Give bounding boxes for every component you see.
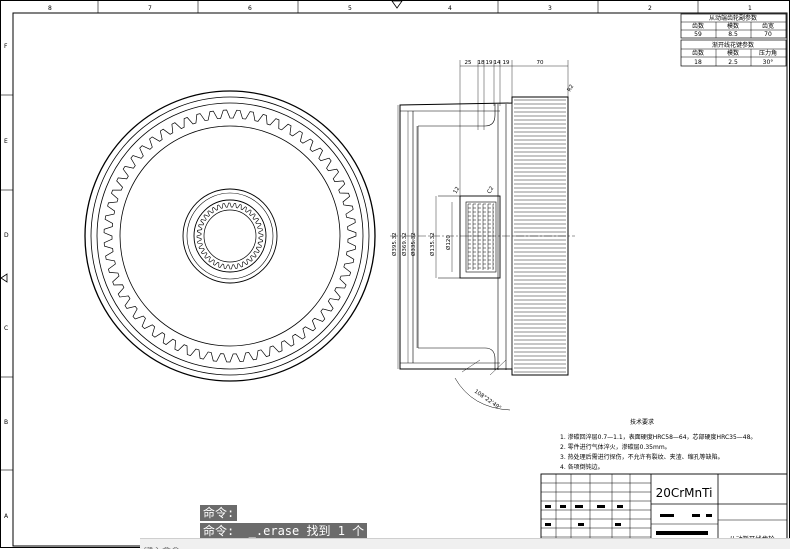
dimension-label: 14 xyxy=(494,60,501,66)
command-line: 命令: xyxy=(200,505,238,521)
tech-item: 4. 各项倒钝边。 xyxy=(560,463,604,471)
gear-section-view[interactable] xyxy=(390,60,575,411)
material-label: 20CrMnTi xyxy=(656,486,713,500)
dimension-label: 25 xyxy=(465,60,472,66)
dimension-label: Ø369.32 xyxy=(401,232,408,256)
table2-value: 30° xyxy=(763,59,774,66)
command-input-bar[interactable] xyxy=(140,538,790,549)
ruler-top-label: 1 xyxy=(748,5,752,12)
table2-header: 模数 xyxy=(727,49,739,57)
table2-header: 压力角 xyxy=(759,49,777,57)
ruler-top-label: 5 xyxy=(348,5,352,12)
tech-title: 技术要求 xyxy=(630,418,654,426)
dimension-label: Ø395.32 xyxy=(391,232,398,256)
center-marker-icon xyxy=(0,273,8,283)
technical-requirements: 技术要求 1. 渗碳回淬层0.7—1.1，表面硬度HRC58—64，芯部硬度HR… xyxy=(560,418,756,471)
dimension-label: 19 xyxy=(503,60,510,66)
table1-header: 齿数 xyxy=(692,22,704,30)
dimension-label: Ø135.32 xyxy=(429,232,436,256)
dimension-label: Ø335.32 xyxy=(410,232,417,256)
table1-value: 59 xyxy=(694,31,702,38)
table2-header: 齿数 xyxy=(692,49,704,57)
ruler-left-label: E xyxy=(4,138,8,145)
table1-header: 齿宽 xyxy=(762,22,774,30)
top-ruler: 8 7 6 5 4 3 2 1 xyxy=(48,0,752,13)
ruler-top-label: 3 xyxy=(548,5,552,12)
dimension-label: R2 xyxy=(567,84,576,93)
command-history: 命令: 命令: _.erase 找到 1 个 xyxy=(200,505,370,541)
tech-item: 3. 热处理后需进行探伤，不允许有裂纹、夹渣、缩孔等缺陷。 xyxy=(560,453,724,461)
dimension-label: C2 xyxy=(487,186,496,195)
dimension-label: 19 xyxy=(486,60,493,66)
ruler-left-label: B xyxy=(4,419,8,426)
tech-item: 1. 渗碳回淬层0.7—1.1，表面硬度HRC58—64，芯部硬度HRC35—4… xyxy=(560,433,756,441)
ruler-top-label: 8 xyxy=(48,5,52,12)
ruler-top-label: 6 xyxy=(248,5,252,12)
table2-title: 渐开线花键参数 xyxy=(712,41,754,49)
spline-parameter-table: 渐开线花键参数 齿数 模数 压力角 18 2.5 30° xyxy=(680,39,787,67)
ruler-left-label: F xyxy=(4,43,8,50)
ruler-top-label: 4 xyxy=(448,5,452,12)
title-block: 20CrMnTi 从动渐开线齿轮 xyxy=(540,473,788,547)
dimension-label: 12 xyxy=(453,186,462,195)
table1-value: 70 xyxy=(764,31,772,38)
dimension-label: 18 xyxy=(478,60,485,66)
table2-value: 18 xyxy=(694,59,702,66)
dimension-label: 70 xyxy=(537,60,544,66)
tech-item: 2. 零件进行气体淬火，渗碳层0.35mm。 xyxy=(560,443,671,451)
left-ruler: F E D C B A xyxy=(0,43,13,520)
dimension-label: Ø120 xyxy=(445,235,452,250)
command-line: 命令: _.erase 找到 1 个 xyxy=(200,523,368,539)
ruler-left-label: A xyxy=(4,513,9,520)
angle-label: 108°22'49" xyxy=(473,389,502,412)
table1-title: 从动端齿轮副参数 xyxy=(709,14,757,22)
table1-value: 8.5 xyxy=(728,31,738,38)
ruler-left-label: C xyxy=(4,325,8,332)
gear-parameter-table: 从动端齿轮副参数 齿数 模数 齿宽 59 8.5 70 xyxy=(680,13,787,39)
table1-header: 模数 xyxy=(727,22,739,30)
center-marker-icon xyxy=(391,0,403,9)
table2-value: 2.5 xyxy=(728,59,738,66)
ruler-left-label: D xyxy=(4,232,9,239)
gear-front-view[interactable] xyxy=(84,90,376,382)
ruler-top-label: 7 xyxy=(148,5,152,12)
ruler-top-label: 2 xyxy=(648,5,652,12)
